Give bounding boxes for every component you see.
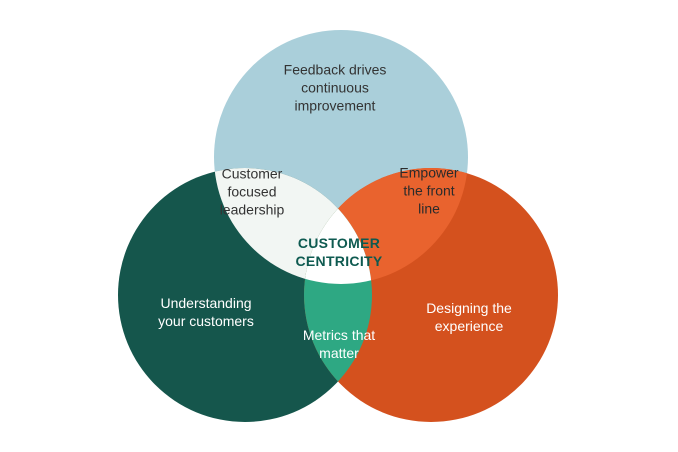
label-customer-focused-leadership: Customer focused leadership bbox=[219, 165, 285, 219]
label-empower-front-line: Empower the front line bbox=[399, 164, 459, 218]
intersection-top-right-fill bbox=[304, 168, 468, 284]
intersection-top-left-fill bbox=[214, 168, 372, 284]
intersection-top-right-shape bbox=[304, 168, 468, 284]
intersection-top-left-shape bbox=[214, 168, 372, 284]
label-understanding-customers: Understanding your customers bbox=[158, 294, 254, 329]
label-feedback-drives: Feedback drives continuous improvement bbox=[283, 61, 387, 115]
label-designing-experience: Designing the experience bbox=[426, 299, 512, 334]
label-metrics-that-matter: Metrics that matter bbox=[302, 326, 376, 361]
label-customer-centricity: CUSTOMER CENTRICITY bbox=[295, 234, 383, 269]
